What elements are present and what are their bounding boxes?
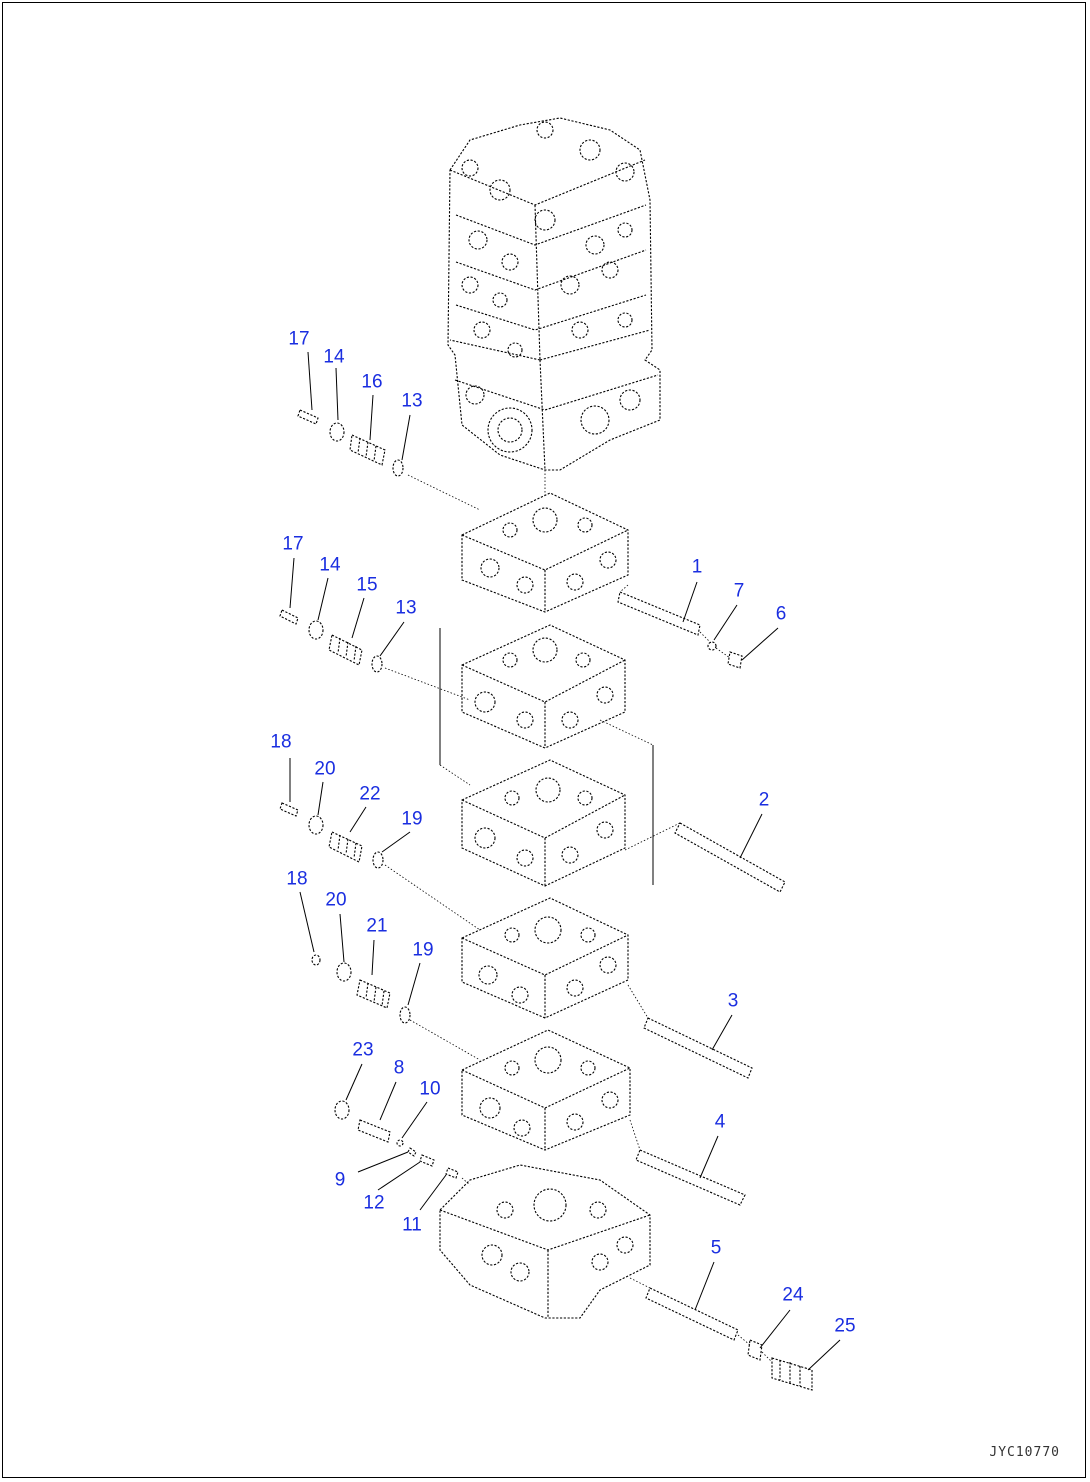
callout-8: 8 [393, 1057, 405, 1079]
valve-section-4 [461, 897, 629, 1019]
drawing-code: JYC10770 [989, 1445, 1060, 1460]
callout-14b: 14 [319, 554, 341, 576]
leader-lines [289, 351, 841, 1371]
callout-18b: 18 [286, 868, 308, 890]
callout-11: 11 [402, 1214, 422, 1236]
callout-15: 15 [356, 574, 378, 596]
callout-3: 3 [727, 990, 739, 1012]
valve-section-1 [461, 492, 629, 613]
callout-13b: 13 [395, 597, 417, 619]
group-bracket [439, 628, 654, 885]
callout-17a: 17 [288, 328, 310, 350]
callout-9: 9 [334, 1169, 346, 1191]
assembly-lines [384, 470, 773, 1363]
callout-19a: 19 [401, 808, 423, 830]
callout-21: 21 [366, 915, 388, 937]
callout-6: 6 [775, 603, 787, 625]
callout-5: 5 [710, 1237, 722, 1259]
valve-section-3 [461, 759, 626, 887]
callout-10: 10 [419, 1078, 441, 1100]
valve-section-2 [461, 624, 626, 749]
callout-13a: 13 [401, 390, 423, 412]
callout-24: 24 [782, 1284, 804, 1306]
spools [617, 591, 813, 1391]
callout-23: 23 [352, 1039, 374, 1061]
valve-section-5 [461, 1029, 631, 1151]
callout-17b: 17 [282, 533, 304, 555]
callout-12: 12 [363, 1192, 385, 1214]
callout-25: 25 [834, 1315, 856, 1337]
callout-4: 4 [714, 1111, 726, 1133]
callout-7: 7 [733, 580, 745, 602]
callout-19b: 19 [412, 939, 434, 961]
left-small-parts [279, 409, 459, 1179]
callout-2: 2 [758, 789, 770, 811]
callout-14a: 14 [323, 346, 345, 368]
callout-16: 16 [361, 371, 383, 393]
main-valve-body [447, 117, 661, 471]
callout-20a: 20 [314, 758, 336, 780]
valve-end-section [439, 1164, 651, 1319]
callout-18a: 18 [270, 731, 292, 753]
callout-20b: 20 [325, 889, 347, 911]
callout-22: 22 [359, 783, 381, 805]
callout-1: 1 [691, 556, 703, 578]
